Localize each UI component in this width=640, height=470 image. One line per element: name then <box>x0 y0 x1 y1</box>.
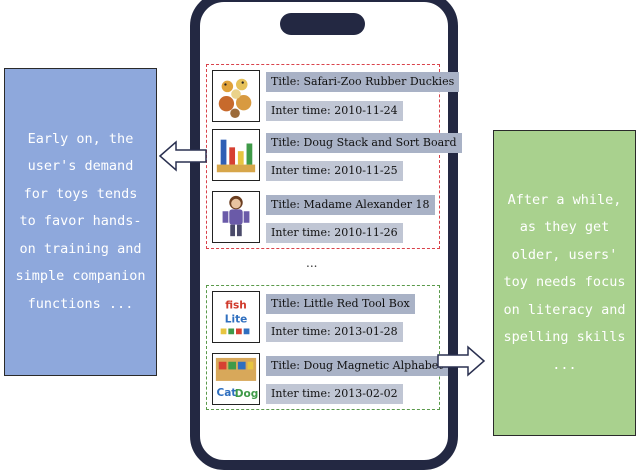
item-time: Inter time: 2013-01-28 <box>266 322 403 342</box>
later-preference-note: After a while, as they get older, users'… <box>493 130 636 436</box>
item-title: Title: Madame Alexander 18 <box>266 195 435 215</box>
rubber-duckies-image <box>212 70 260 122</box>
phone-notch <box>280 13 365 35</box>
thumb-fish-text: fish <box>225 299 247 311</box>
stack-sort-board-image <box>212 129 260 181</box>
item-title: Title: Little Red Tool Box <box>266 294 415 314</box>
thumb-lite-text: Lite <box>225 314 248 326</box>
item-title: Title: Doug Magnetic Alphabet <box>266 356 448 376</box>
item-time: Inter time: 2010-11-24 <box>266 101 403 121</box>
early-preference-note: Early on, the user's demand for toys ten… <box>4 68 157 376</box>
item-title: Title: Safari-Zoo Rubber Duckies <box>266 72 460 92</box>
right-arrow-icon <box>437 345 486 377</box>
omitted-items-ellipsis: ... <box>306 256 318 270</box>
item-time: Inter time: 2010-11-25 <box>266 161 403 181</box>
item-time: Inter time: 2010-11-26 <box>266 223 403 243</box>
later-interaction-group <box>206 285 440 410</box>
little-red-tool-box-image: fish Lite <box>212 291 260 343</box>
doll-image <box>212 191 260 243</box>
magnetic-alphabet-image: Cat Dog <box>212 353 260 405</box>
later-preference-text: After a while, as they get older, users'… <box>503 191 626 373</box>
left-arrow-icon <box>158 140 207 172</box>
thumb-cat-text: Cat <box>216 387 236 399</box>
thumb-dog-text: Dog <box>235 388 259 400</box>
early-preference-text: Early on, the user's demand for toys ten… <box>15 130 146 312</box>
item-time: Inter time: 2013-02-02 <box>266 384 403 404</box>
item-title: Title: Doug Stack and Sort Board <box>266 133 462 153</box>
